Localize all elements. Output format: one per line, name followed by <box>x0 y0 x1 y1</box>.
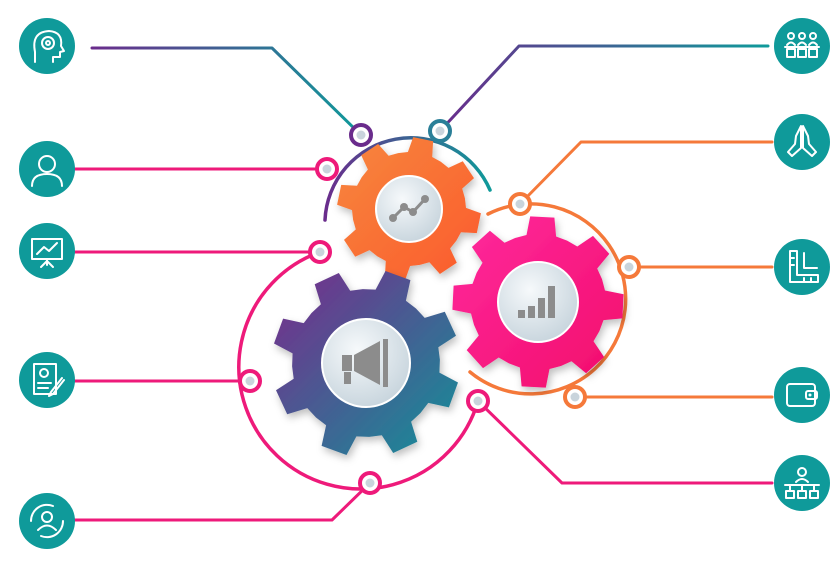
ring-arcs <box>237 136 628 491</box>
connector-node-core <box>624 262 634 272</box>
badge-circle <box>19 223 75 279</box>
connector-org <box>476 399 774 485</box>
badge-circle <box>19 18 75 74</box>
gears-group <box>274 137 624 455</box>
org-chart-icon <box>784 467 820 499</box>
ruler-measure-icon <box>789 250 819 283</box>
brain-head-badge <box>19 18 75 74</box>
connector-node-core <box>322 164 332 174</box>
pink-gear <box>452 216 624 388</box>
left-icon-column <box>19 18 75 549</box>
connector-lines <box>63 44 774 522</box>
presentation-chart-icon <box>31 238 63 268</box>
connector-node-core <box>356 130 366 140</box>
presentation-chart-badge <box>19 223 75 279</box>
connector-node-core <box>245 376 255 386</box>
brain-head-icon <box>33 30 65 63</box>
badge-circle <box>774 367 830 423</box>
person-badge <box>19 141 75 197</box>
team-checklist-badge <box>774 18 830 74</box>
ruler-measure-badge <box>774 239 830 295</box>
wallet-icon <box>786 383 818 407</box>
team-cycle-icon <box>29 503 65 539</box>
bar-chart-icon <box>518 286 555 318</box>
connector-node-core <box>435 126 445 136</box>
purple-gear <box>274 271 458 455</box>
orange-gear <box>337 137 481 281</box>
badge-circle <box>19 141 75 197</box>
connector-brain <box>90 46 363 137</box>
connector-team-cycle <box>63 481 372 522</box>
connector-node-core <box>473 396 483 406</box>
badge-circle <box>774 239 830 295</box>
connector-hands <box>518 140 774 206</box>
praying-hands-icon <box>787 125 817 157</box>
badge-circle <box>774 455 830 511</box>
org-chart-badge <box>774 455 830 511</box>
praying-hands-badge <box>774 114 830 170</box>
connector-node-core <box>315 247 325 257</box>
connector-node-core <box>570 392 580 402</box>
connector-node-core <box>365 478 375 488</box>
resume-document-badge <box>19 352 75 408</box>
team-checklist-icon <box>784 32 820 58</box>
wallet-badge <box>774 367 830 423</box>
connector-team <box>438 44 770 133</box>
trend-line-icon <box>389 195 429 222</box>
team-cycle-badge <box>19 493 75 549</box>
badge-circle <box>19 352 75 408</box>
person-icon <box>31 155 63 187</box>
right-icon-column <box>774 18 830 511</box>
connector-nodes <box>238 119 641 495</box>
resume-document-icon <box>33 363 65 397</box>
megaphone-icon <box>342 339 388 387</box>
connector-node-core <box>515 199 525 209</box>
